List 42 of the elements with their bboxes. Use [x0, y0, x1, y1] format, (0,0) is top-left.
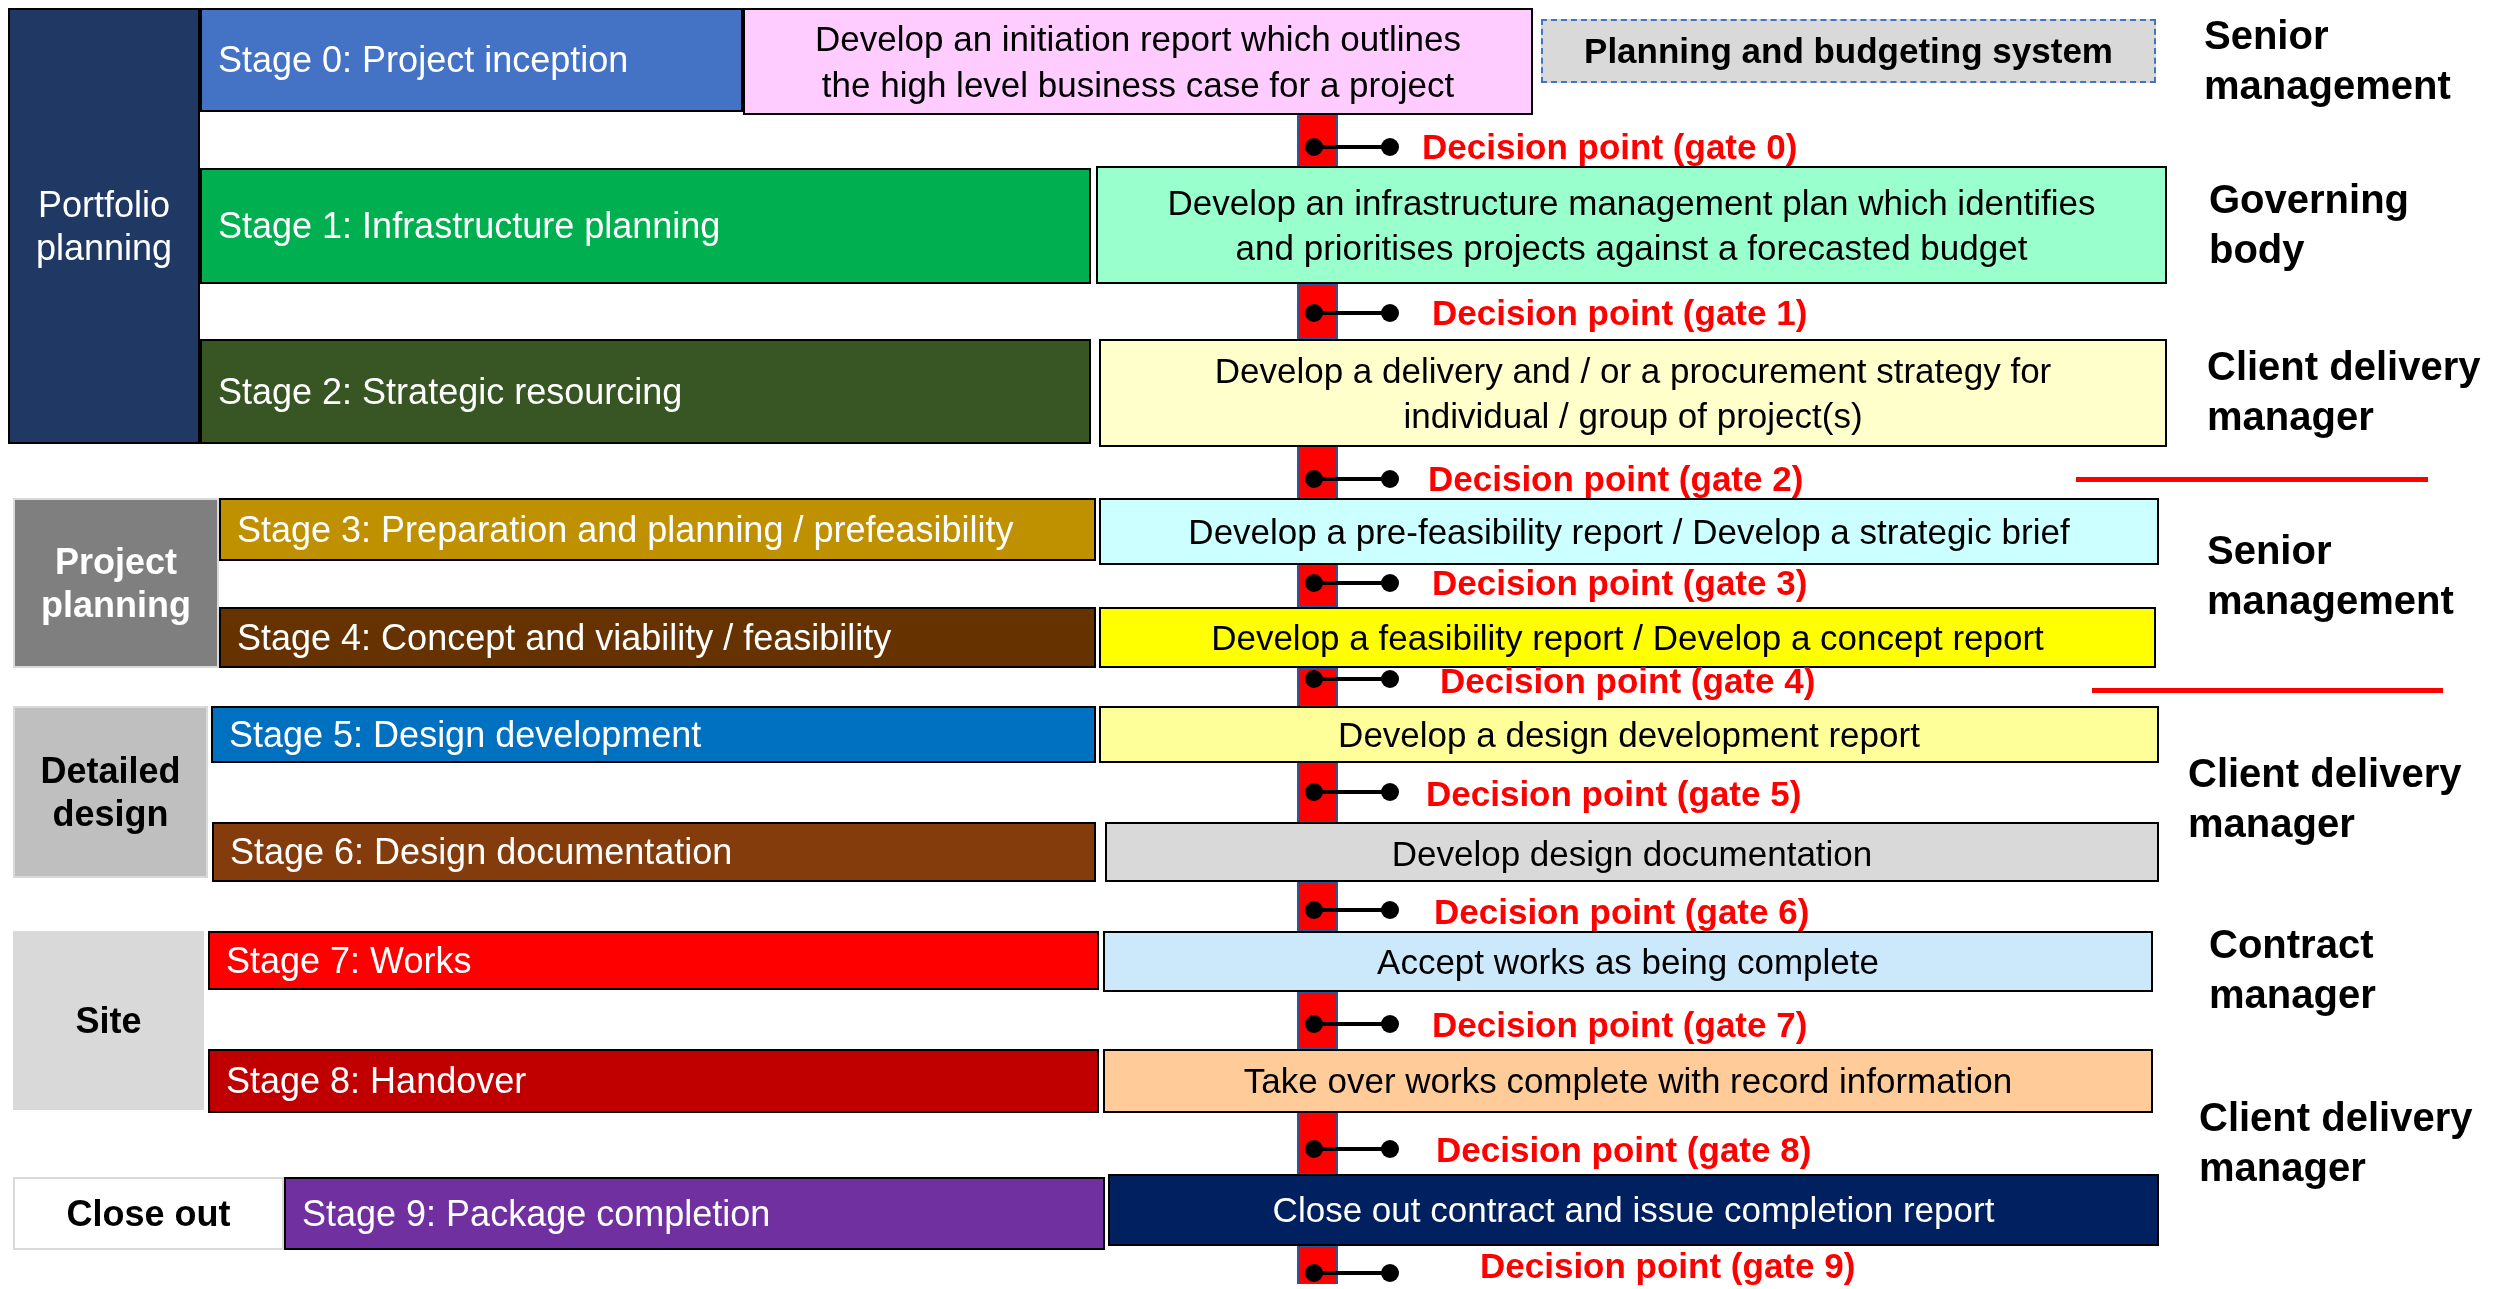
activity-box: Close out contract and issue completion report [1108, 1174, 2159, 1246]
phase-box: Project planning [13, 498, 219, 668]
stage-box: Stage 9: Package completion [284, 1177, 1105, 1250]
decision-point-label: Decision point (gate 3) [1432, 565, 1808, 600]
activity-box: Develop an infrastructure management plan which identifies and prioritises projects against a forecasted budget [1096, 166, 2167, 284]
role-label: Senior management [2204, 12, 2452, 109]
decision-point-label: Decision point (gate 1) [1432, 295, 1808, 330]
activity-box: Develop a delivery and / or a procurement strategy for individual / group of project(s) [1099, 339, 2167, 447]
decision-point-label: Decision point (gate 7) [1432, 1007, 1808, 1042]
stage-box: Stage 4: Concept and viability / feasibility [219, 607, 1096, 668]
phase-box: Site [13, 931, 204, 1110]
decision-point-label: Decision point (gate 8) [1436, 1132, 1812, 1167]
decision-point-label: Decision point (gate 5) [1426, 776, 1802, 811]
decision-point-label: Decision point (gate 6) [1434, 894, 1810, 929]
role-label: Client delivery manager [2207, 343, 2482, 440]
decision-point-label: Decision point (gate 9) [1480, 1248, 1856, 1283]
stage-box: Stage 6: Design documentation [212, 822, 1096, 882]
stage-box: Stage 5: Design development [211, 706, 1096, 763]
role-label: Senior management [2207, 527, 2455, 624]
stage-box: Stage 7: Works [208, 931, 1099, 990]
role-label: Governing body [2209, 176, 2411, 273]
activity-box: Accept works as being complete [1103, 931, 2153, 992]
stage-box: Stage 8: Handover [208, 1049, 1099, 1113]
activity-box: Develop design documentation [1105, 822, 2159, 882]
activity-box: Develop an initiation report which outlines the high level business case for a project [743, 8, 1533, 115]
phase-box: Close out [13, 1177, 284, 1250]
activity-box: Develop a design development report [1099, 706, 2159, 763]
role-label: Contract manager [2209, 921, 2377, 1018]
system-box: Planning and budgeting system [1541, 19, 2156, 83]
phase-box: Portfolio planning [8, 8, 200, 444]
stage-box: Stage 1: Infrastructure planning [200, 168, 1091, 284]
activity-box: Take over works complete with record information [1103, 1049, 2153, 1113]
activity-box: Develop a feasibility report / Develop a concept report [1099, 607, 2156, 668]
activity-box: Develop a pre-feasibility report / Develop a strategic brief [1099, 498, 2159, 565]
role-label: Client delivery manager [2199, 1094, 2474, 1191]
stage-box: Stage 0: Project inception [200, 8, 743, 112]
phase-box: Detailed design [13, 706, 208, 878]
stage-box: Stage 3: Preparation and planning / prefeasibility [219, 498, 1096, 561]
decision-point-label: Decision point (gate 0) [1422, 129, 1798, 164]
decision-point-label: Decision point (gate 2) [1428, 461, 1804, 496]
role-label: Client delivery manager [2188, 750, 2463, 847]
stage-box: Stage 2: Strategic resourcing [200, 339, 1091, 444]
